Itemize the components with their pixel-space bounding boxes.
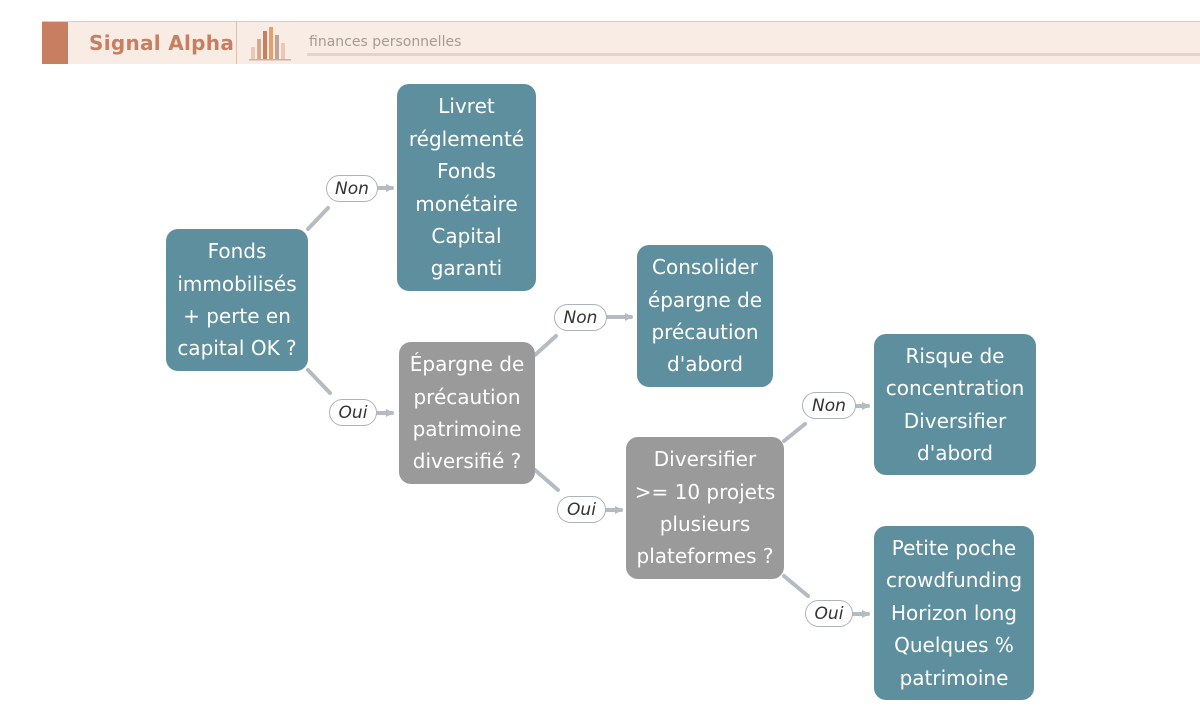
node-r4-petite-poche: Petite poche crowdfunding Horizon long Q… — [874, 526, 1034, 700]
node-r1-livret-reglemente: Livret réglementé Fonds monétaire Capita… — [397, 84, 536, 291]
bar-chart-logo-icon — [249, 27, 291, 61]
edge-label-q2-oui: Oui — [557, 496, 606, 523]
node-r3-risque-concentration: Risque de concentration Diversifier d'ab… — [874, 334, 1036, 475]
edge-q1-non — [306, 188, 392, 231]
node-q2-epargne-precaution: Épargne de précaution patrimoine diversi… — [399, 342, 535, 484]
edge-q3-oui — [782, 574, 868, 614]
edge-label-q2-non: Non — [554, 304, 607, 331]
header-accent — [42, 22, 68, 64]
edge-label-q1-oui: Oui — [329, 399, 377, 426]
header-bar: Signal Alpha finances personnelles — [42, 21, 1200, 64]
header-divider — [236, 22, 237, 64]
edge-q1-oui — [306, 368, 392, 413]
brand-title[interactable]: Signal Alpha — [89, 31, 235, 55]
edge-label-q3-non: Non — [802, 392, 856, 419]
edge-label-q3-oui: Oui — [805, 600, 853, 627]
header-subtitle: finances personnelles — [309, 34, 462, 50]
edge-q2-oui — [533, 468, 621, 510]
edge-q3-non — [782, 406, 868, 443]
edge-label-q1-non: Non — [326, 175, 378, 202]
node-q3-diversifier-projets: Diversifier >= 10 projets plusieurs plat… — [626, 437, 784, 579]
edge-q2-non — [533, 317, 631, 357]
header-rule — [307, 53, 1200, 56]
node-r2-consolider-epargne: Consolider épargne de précaution d'abord — [637, 245, 773, 387]
node-q1-fonds-immobilises: Fonds immobilisés + perte en capital OK … — [166, 229, 308, 371]
